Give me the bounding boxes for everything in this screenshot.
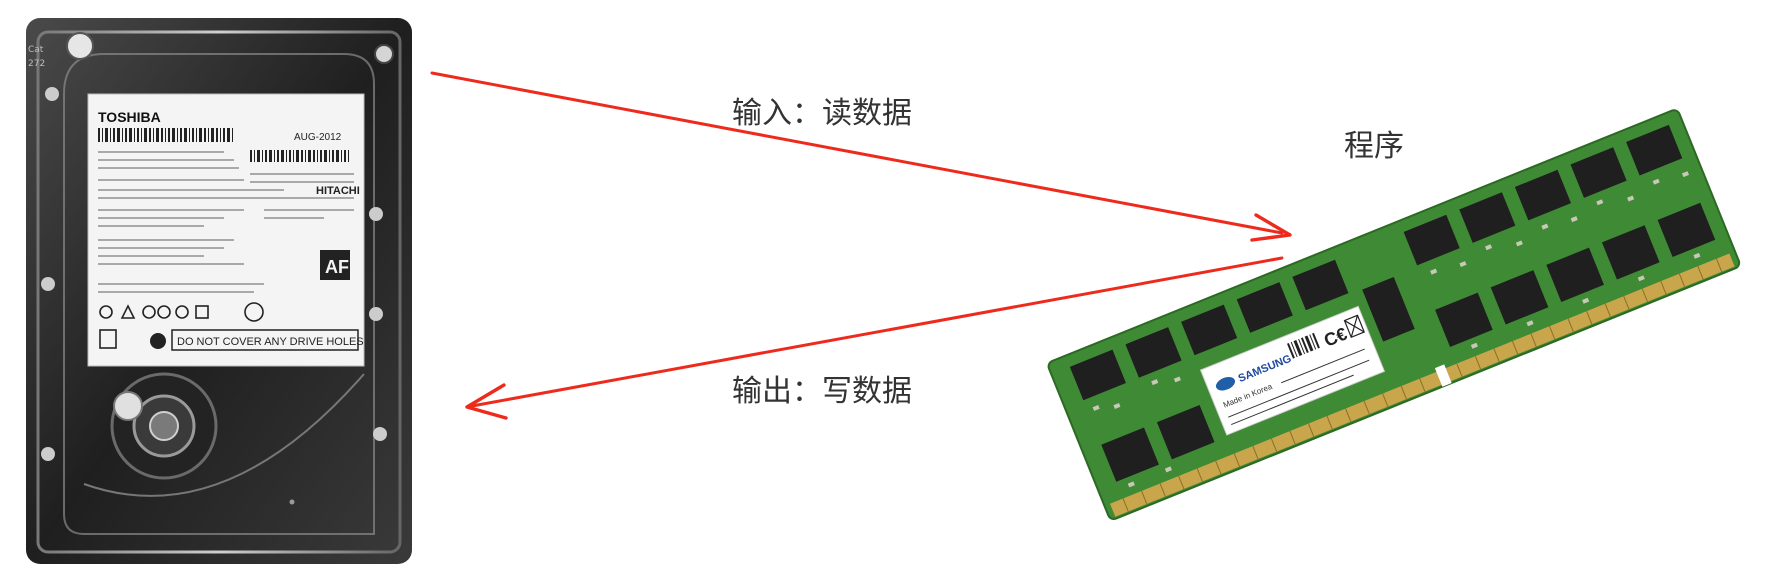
hdd-af-badge: AF <box>325 257 349 277</box>
write-arrow <box>465 256 1284 420</box>
program-label: 程序 <box>1344 129 1404 164</box>
hdd-date-text: AUG-2012 <box>294 132 342 143</box>
read-data-label: 输入：读数据 <box>732 96 912 131</box>
svg-text:272: 272 <box>28 59 45 69</box>
hard-drive-image: Cat 272 TOSHIBA <box>26 18 412 564</box>
hdd-warning-text: DO NOT COVER ANY DRIVE HOLES <box>177 336 364 348</box>
svg-text:Cat: Cat <box>28 45 44 55</box>
read-arrow <box>430 71 1292 242</box>
hdd-cobrand-text: HITACHI <box>316 185 360 197</box>
write-data-label: 输出：写数据 <box>732 374 912 409</box>
memory-module-image: SAMSUNG Made in Korea C€ <box>1047 109 1741 521</box>
hdd-brand-text: TOSHIBA <box>98 109 161 125</box>
